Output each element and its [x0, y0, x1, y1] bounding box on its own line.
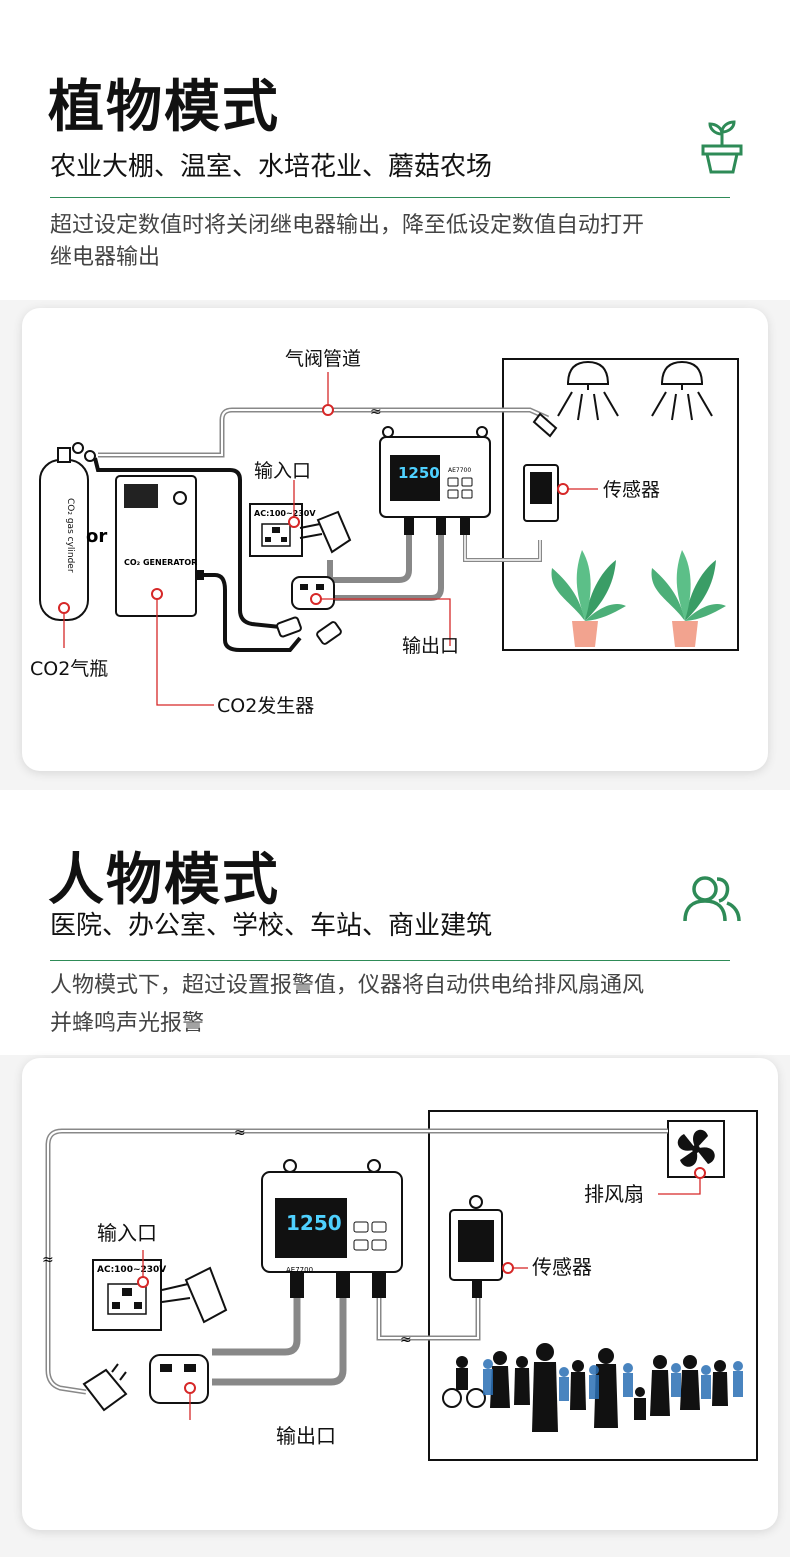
svg-text:≈: ≈: [42, 1252, 54, 1268]
output-label: 输出口: [276, 1424, 336, 1448]
input-label: 输入口: [254, 460, 311, 482]
gas-outlet-nozzle: [532, 412, 558, 438]
plug-icon: [82, 1363, 128, 1412]
svg-text:≈: ≈: [234, 1125, 246, 1141]
socket-print: AC:100~230V: [254, 509, 316, 518]
grow-lamp-icon: [557, 360, 619, 421]
plug-icon-input: [299, 510, 352, 554]
svg-text:≈: ≈: [370, 404, 382, 420]
plant-mode-description-line1: 超过设定数值时将关闭继电器输出，降至低设定数值自动打开: [50, 213, 645, 238]
fan-label: 排风扇: [584, 1182, 644, 1206]
wall-socket: [92, 1259, 162, 1331]
wall-socket: [249, 503, 303, 557]
device-model: AE7700: [286, 1266, 313, 1274]
crowd-background-silhouette: [483, 1359, 743, 1401]
socket-print: AC:100~230V: [97, 1265, 166, 1275]
sensor-label: 传感器: [603, 479, 660, 501]
people-mode-divider: [50, 960, 730, 961]
plant-mode-description-line2: 继电器输出: [50, 245, 161, 270]
device-display-value: 1250: [286, 1211, 342, 1235]
leader-lines: [142, 1178, 701, 1420]
output-socket: [291, 576, 335, 610]
sensor-label: 传感器: [532, 1255, 592, 1279]
co2-sensor: [523, 464, 569, 522]
room-box: [428, 1110, 758, 1461]
plug-icon: [276, 616, 342, 645]
output-label: 输出口: [402, 635, 459, 657]
svg-text:≈: ≈: [400, 1332, 412, 1348]
co2-generator: [115, 475, 204, 617]
pipe-label: 气阀管道: [285, 348, 361, 370]
grow-lamp-icon-2: [651, 360, 713, 421]
output-socket: [149, 1354, 209, 1404]
input-label: 输入口: [97, 1221, 157, 1245]
co2-sensor: [449, 1195, 514, 1298]
plug-icon-input: [161, 1266, 228, 1324]
exhaust-fan-icon: [667, 1120, 725, 1179]
people-mode-description-line1: 人物模式下，超过设置报警值，仪器将自动供电给排风扇通风: [50, 973, 645, 998]
plant-mode-divider: [50, 197, 730, 198]
greenhouse-box: [502, 358, 739, 651]
co2-controller-device: [261, 1159, 403, 1298]
device-display-value: 1250: [398, 464, 440, 482]
middle-section-background: [0, 790, 790, 1055]
co2-controller-device: [379, 426, 491, 535]
leader-lines: [63, 372, 598, 706]
device-model: AE7700: [448, 467, 471, 474]
people-mode-subtitle: 医院、办公室、学校、车站、商业建筑: [50, 911, 493, 941]
plant-mode-title: 植物模式: [48, 75, 280, 140]
generator-print: CO₂ GENERATOR: [124, 558, 197, 567]
plant-icon-2: [651, 550, 726, 647]
people-icon: [683, 873, 741, 929]
crowd-silhouette: [442, 1343, 728, 1432]
people-mode-title: 人物模式: [48, 848, 280, 913]
generator-label: CO2发生器: [217, 695, 314, 717]
cylinder-label: CO2气瓶: [30, 658, 108, 680]
top-section-background: [0, 0, 790, 300]
people-mode-diagram-card: ≈ ≈ AC:100~230V: [22, 1058, 778, 1530]
people-mode-description-line2: 并蜂鸣声光报警: [50, 1011, 205, 1036]
plant-icon: [551, 550, 626, 647]
plant-mode-diagram-card: ≈ CO₂ gas cylinder or CO₂ GENERATOR: [22, 308, 768, 771]
plant-mode-subtitle: 农业大棚、温室、水培花业、蘑菇农场: [50, 152, 493, 182]
cylinder-print: CO₂ gas cylinder: [65, 498, 75, 573]
potted-plant-icon: [700, 120, 744, 178]
or-text: or: [86, 526, 107, 547]
